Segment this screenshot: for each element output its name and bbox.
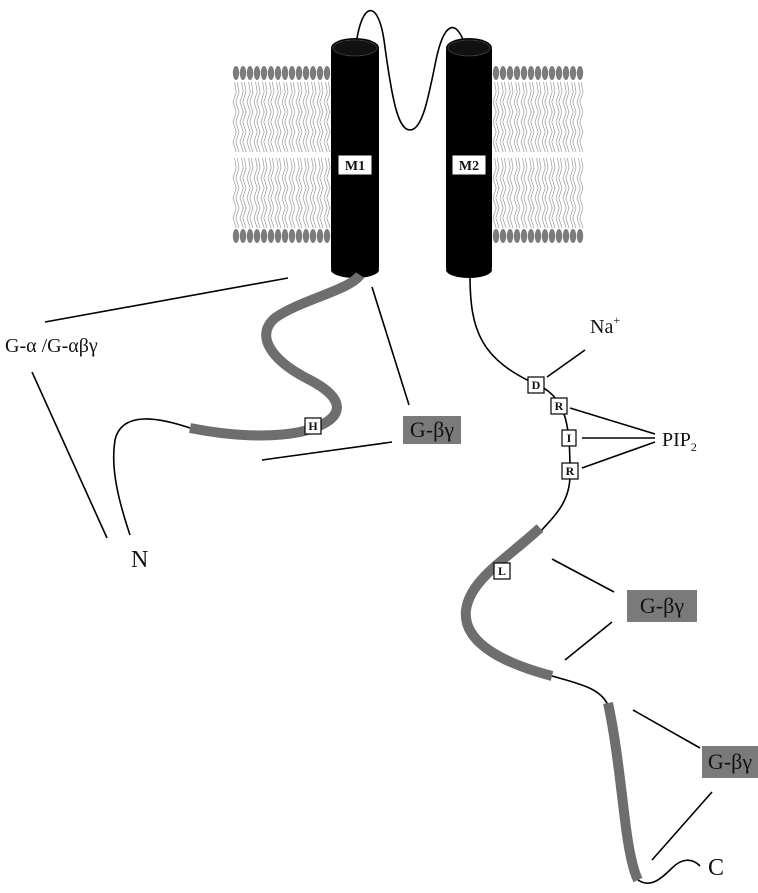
lipid-head (556, 229, 562, 243)
g-alpha-line-top (45, 278, 288, 322)
g-alpha-line-bottom (32, 372, 107, 538)
lipid-head (535, 229, 541, 243)
lipid-head (247, 229, 253, 243)
lipid-head (324, 66, 330, 80)
lipid-head (240, 229, 246, 243)
lipid-head (500, 66, 506, 80)
lipid-head (535, 66, 541, 80)
residue-h: H (308, 419, 318, 433)
lipid-head (563, 229, 569, 243)
lipid-head (563, 66, 569, 80)
residue-l: L (498, 564, 506, 578)
n-terminal-binding-segment (190, 275, 360, 435)
lipid-head (296, 66, 302, 80)
lipid-head (500, 229, 506, 243)
gbg-1-line-bottom (262, 442, 392, 460)
gbg-box-3-label: G-βγ (708, 749, 752, 774)
c-terminal-tail (638, 860, 700, 883)
lipid-head (261, 229, 267, 243)
gbg-2-line-top (552, 559, 614, 592)
helix-m1-label: M1 (345, 159, 365, 174)
residue-i: I (567, 431, 572, 445)
pip2-line-1 (570, 408, 655, 434)
lipid-head (542, 66, 548, 80)
n-terminal-strand (114, 419, 190, 535)
g-alpha-label: G-α /G-αβγ (5, 335, 98, 357)
lipid-head (317, 229, 323, 243)
lipid-head (514, 229, 520, 243)
pip2-line-3 (582, 442, 655, 468)
lipid-head (317, 66, 323, 80)
lipid-head (570, 66, 576, 80)
lipid-head (261, 66, 267, 80)
lipid-head (521, 66, 527, 80)
lipid-head (247, 66, 253, 80)
gbg-box-2-label: G-βγ (640, 593, 684, 618)
lipid-head (275, 66, 281, 80)
lipid-head (507, 229, 513, 243)
na-line (547, 350, 585, 377)
lipid-bilayer-right (493, 66, 583, 243)
lipid-head (528, 229, 534, 243)
lipid-head (324, 229, 330, 243)
lipid-head (577, 66, 583, 80)
residue-d: D (532, 378, 541, 392)
lipid-head (282, 229, 288, 243)
lipid-head (493, 66, 499, 80)
residue-r1: R (555, 399, 564, 413)
lipid-head (303, 66, 309, 80)
lipid-head (507, 66, 513, 80)
n-terminus-label: N (131, 547, 148, 573)
lipid-head (493, 229, 499, 243)
lipid-head (282, 66, 288, 80)
lipid-head (549, 229, 555, 243)
lipid-head (233, 229, 239, 243)
lipid-head (268, 229, 274, 243)
lipid-head (556, 66, 562, 80)
c-terminal-linker (552, 676, 608, 705)
helix-m1: M1 (331, 38, 379, 278)
lipid-head (577, 229, 583, 243)
na-label: Na+ (590, 313, 620, 338)
lipid-head (570, 229, 576, 243)
gbg-3-line-bottom (652, 792, 712, 860)
lipid-head (310, 66, 316, 80)
lipid-head (240, 66, 246, 80)
c-terminus-label: C (708, 855, 724, 881)
lipid-head (303, 229, 309, 243)
lipid-head (521, 229, 527, 243)
lipid-head (310, 229, 316, 243)
gbg-3-line-top (633, 710, 700, 748)
lipid-head (289, 66, 295, 80)
lipid-head (514, 66, 520, 80)
gbg-1-line-top (372, 287, 409, 405)
helix-m2: M2 (446, 38, 492, 278)
pip2-label: PIP2 (662, 429, 697, 454)
gbg-box-1-label: G-βγ (410, 417, 454, 442)
helix-m2-label: M2 (459, 159, 479, 174)
lipid-head (275, 229, 281, 243)
lipid-head (254, 229, 260, 243)
lipid-head (296, 229, 302, 243)
lipid-head (542, 229, 548, 243)
lipid-bilayer-left (233, 66, 330, 243)
lipid-head (528, 66, 534, 80)
lipid-head (254, 66, 260, 80)
residue-r2: R (566, 464, 575, 478)
c-terminal-binding-segment-2 (608, 703, 638, 880)
lipid-head (233, 66, 239, 80)
lipid-head (549, 66, 555, 80)
gbg-2-line-bottom (565, 622, 612, 660)
c-terminal-binding-segment-1 (466, 528, 552, 676)
lipid-head (268, 66, 274, 80)
lipid-head (289, 229, 295, 243)
